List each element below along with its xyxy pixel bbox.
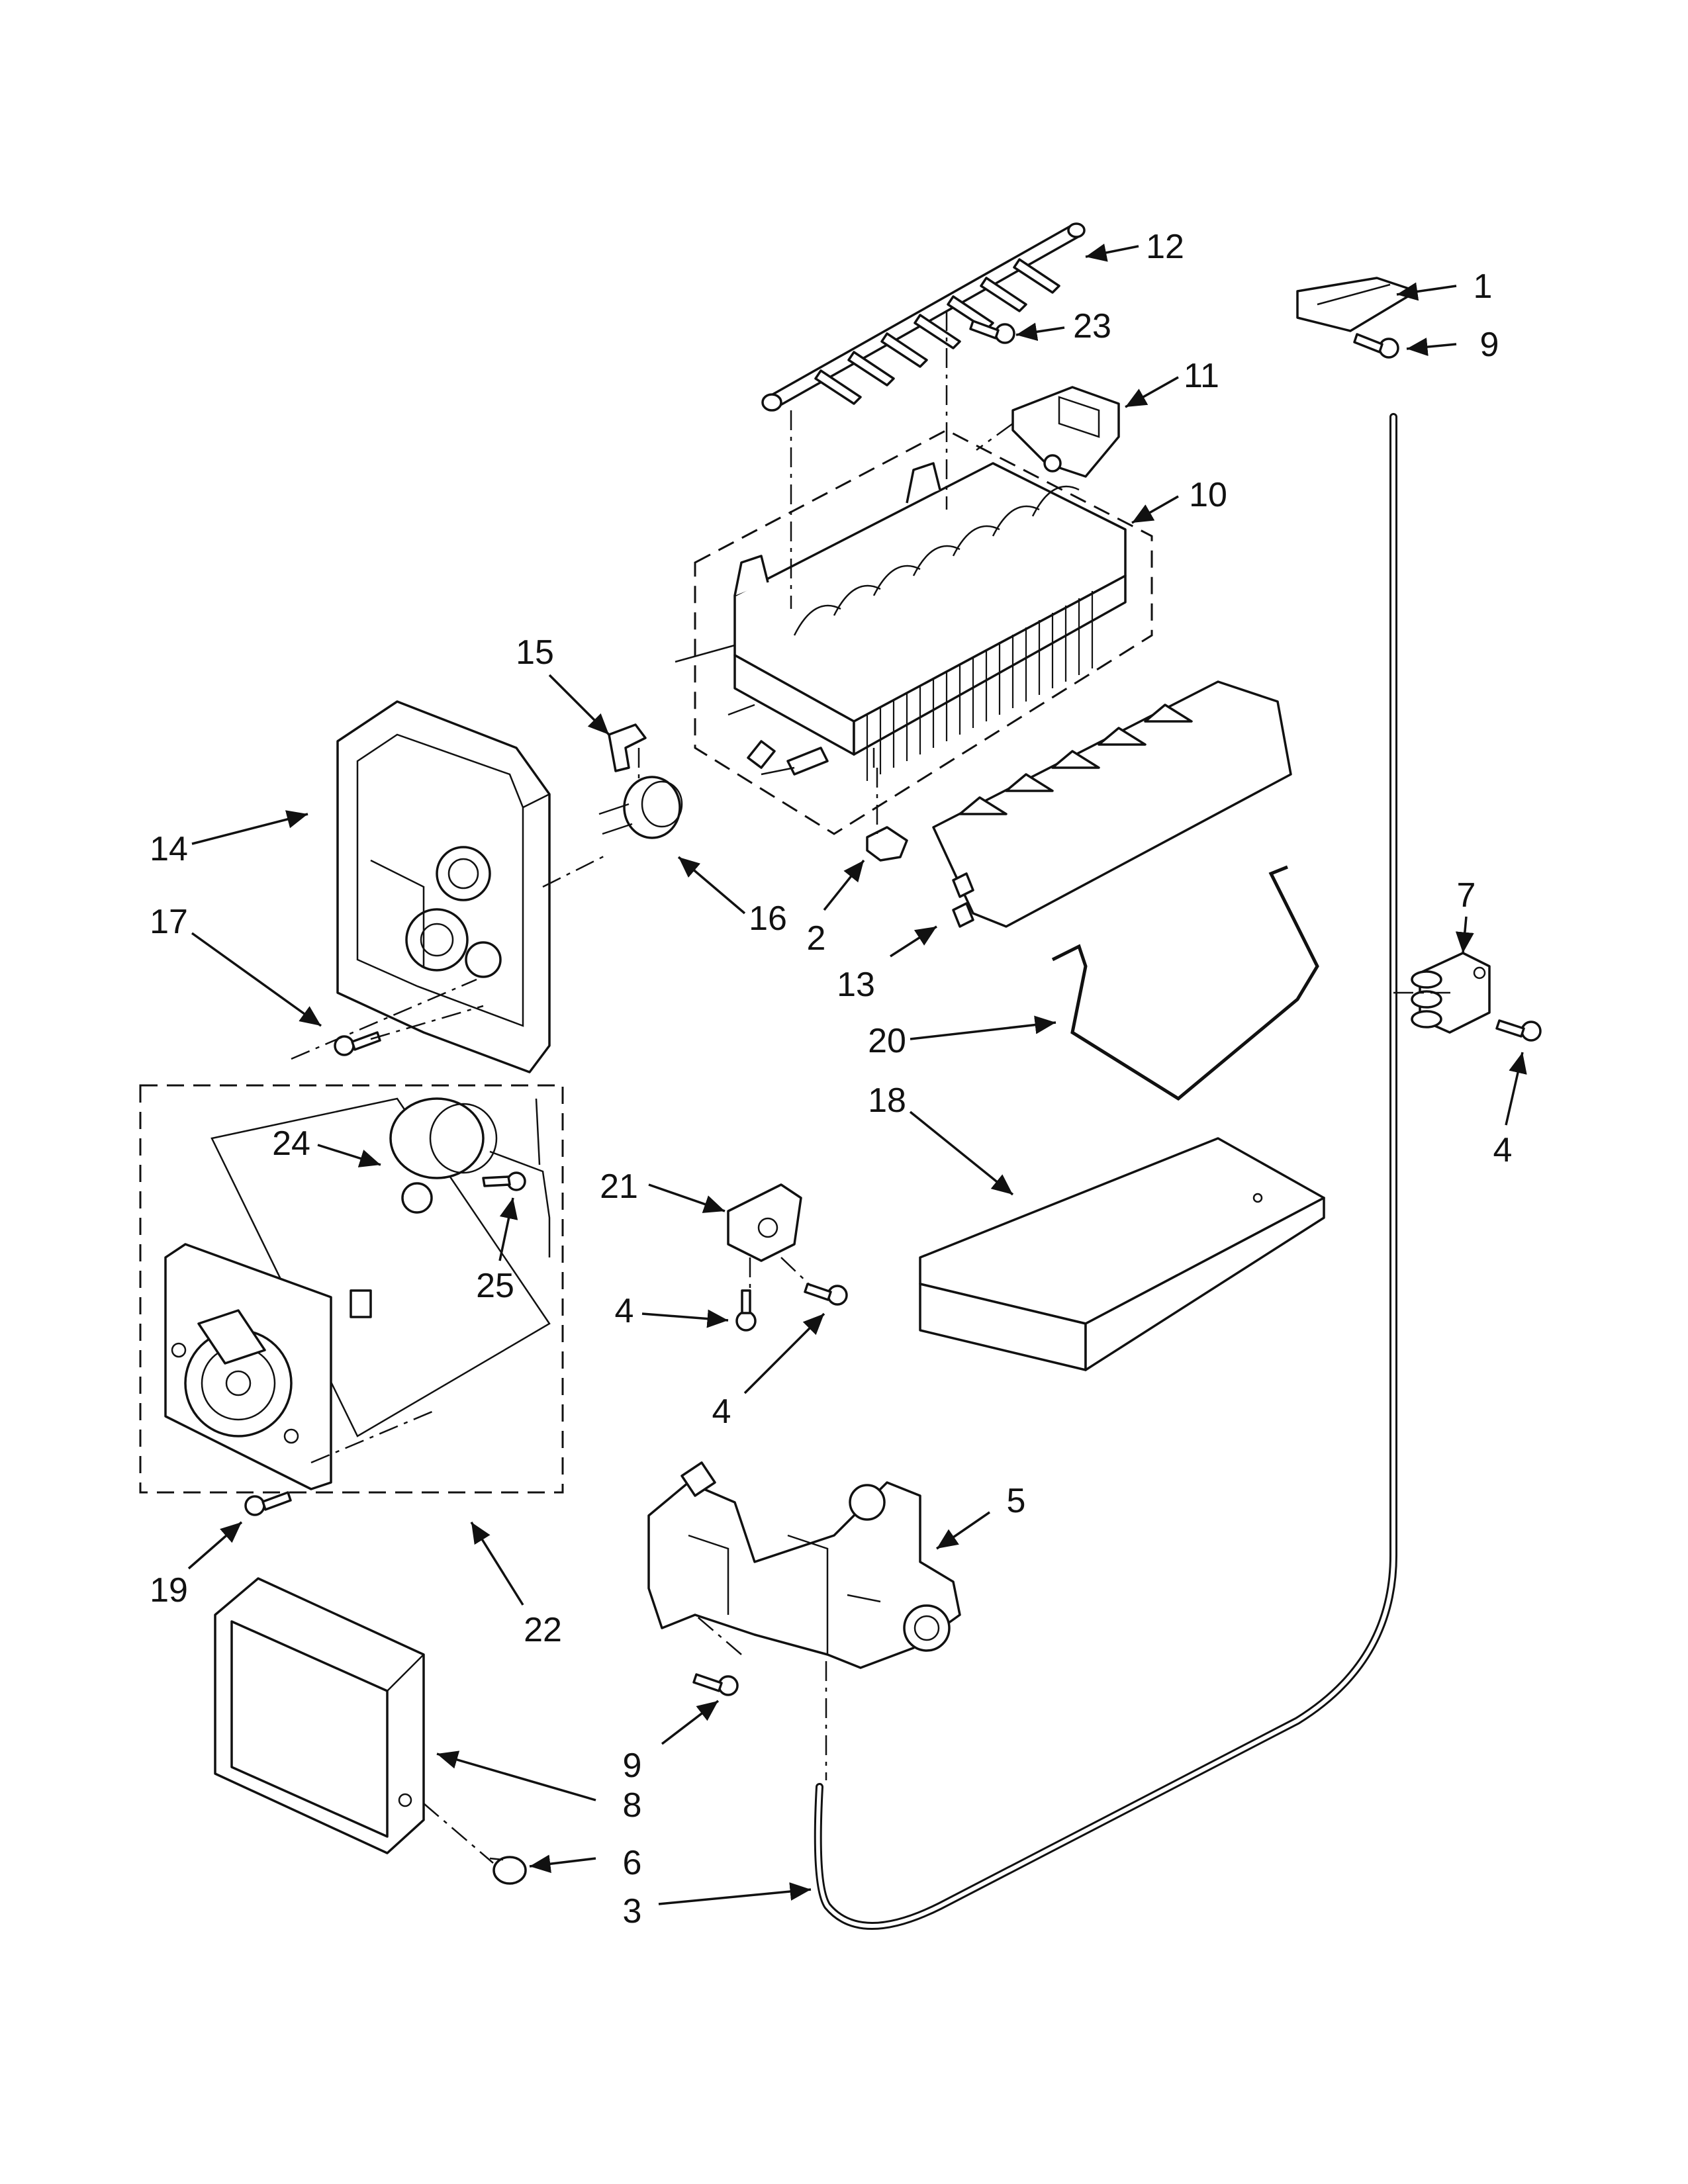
callout-4-clamp: 4	[1493, 1131, 1513, 1169]
callout-23: 23	[1073, 307, 1111, 345]
fill-cup-part	[1011, 386, 1120, 478]
callout-21: 21	[600, 1167, 638, 1206]
ice-stripper-part	[932, 680, 1292, 928]
callout-labels: 1 9 12 23 11 10 15 14 16 2 13 17 20 7 4 …	[150, 228, 1512, 1931]
screw-part-17	[334, 1031, 381, 1056]
screw-part-4-left	[735, 1289, 757, 1332]
cover-part-18	[919, 1137, 1325, 1371]
callout-4-bottom: 4	[712, 1392, 731, 1431]
callout-20: 20	[868, 1022, 906, 1060]
callout-11: 11	[1184, 357, 1219, 395]
callout-17: 17	[150, 903, 188, 941]
callout-5: 5	[1007, 1482, 1026, 1520]
callout-14: 14	[150, 830, 188, 868]
plug-part-6	[489, 1856, 527, 1885]
callout-2: 2	[807, 919, 826, 958]
callout-9-top: 9	[1480, 326, 1499, 364]
water-tube-part	[814, 413, 1397, 1930]
screw-part-19	[244, 1491, 292, 1516]
ice-mold-part	[675, 429, 1153, 835]
callout-10: 10	[1189, 476, 1227, 514]
module-assembly-part	[139, 1084, 564, 1494]
motor-part-24	[389, 1097, 551, 1257]
alignment-lines	[291, 311, 1456, 1864]
callout-8: 8	[623, 1786, 642, 1825]
callout-12: 12	[1146, 228, 1184, 266]
water-valve-part	[647, 1461, 961, 1669]
callout-16: 16	[749, 899, 787, 938]
screw-part-9-top	[1353, 333, 1399, 359]
bracket-part-21	[727, 1183, 802, 1262]
leader-lines	[187, 244, 1527, 1905]
callout-19: 19	[150, 1571, 188, 1610]
screw-part-25	[482, 1171, 526, 1191]
callout-13: 13	[837, 966, 875, 1004]
screw-part-9-valve	[692, 1673, 739, 1696]
screw-part-4-clamp	[1495, 1019, 1542, 1042]
module-housing-part	[336, 700, 551, 1073]
callout-22: 22	[524, 1611, 562, 1649]
clamp-part-7	[1411, 952, 1491, 1034]
cover-part-8	[214, 1577, 425, 1854]
clip-part-15	[608, 723, 647, 772]
callout-9-valve: 9	[623, 1747, 642, 1785]
callout-3: 3	[623, 1892, 642, 1931]
callout-4-left: 4	[615, 1292, 634, 1330]
callout-24: 24	[272, 1124, 310, 1163]
ejector-shaft-part	[761, 222, 1086, 412]
screw-part-4-right	[804, 1283, 848, 1306]
callout-15: 15	[516, 633, 554, 672]
callout-7: 7	[1457, 876, 1476, 915]
callout-18: 18	[868, 1081, 906, 1120]
screw-part-23	[969, 320, 1015, 344]
clip-part-2	[866, 826, 908, 862]
thermostat-part-16	[598, 776, 683, 839]
shutoff-arm-part	[1051, 865, 1319, 1101]
callout-25: 25	[476, 1267, 514, 1305]
callout-6: 6	[623, 1844, 642, 1882]
bracket-part-1	[1296, 277, 1418, 332]
callout-1: 1	[1474, 267, 1493, 306]
